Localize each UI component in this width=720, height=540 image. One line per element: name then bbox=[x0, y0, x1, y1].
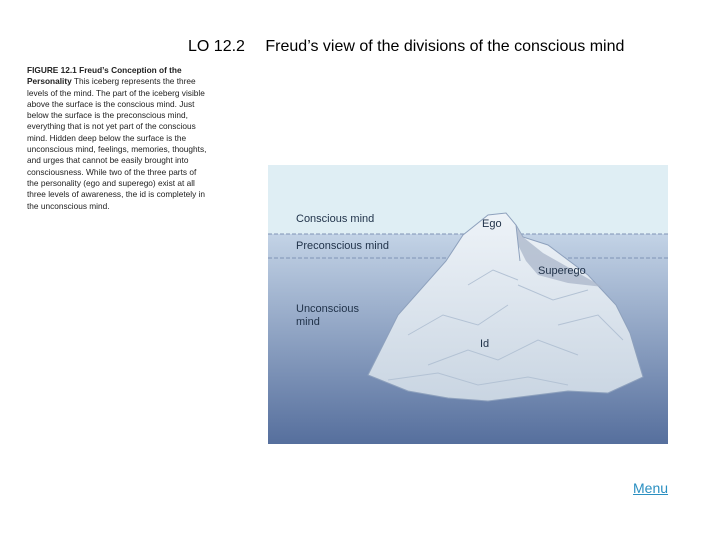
label-unconscious-mind-line1: Unconscious bbox=[296, 303, 359, 315]
slide-title: LO 12.2 Freud’s view of the divisions of… bbox=[188, 38, 624, 56]
label-conscious-mind: Conscious mind bbox=[296, 213, 374, 225]
figure-caption: FIGURE 12.1 Freud’s Conception of the Pe… bbox=[27, 65, 209, 212]
caption-text: This iceberg represents the three levels… bbox=[27, 76, 207, 211]
menu-link[interactable]: Menu bbox=[633, 480, 669, 496]
iceberg-texture bbox=[387, 269, 624, 386]
label-preconscious-mind: Preconscious mind bbox=[296, 240, 389, 252]
figure-title: Freud’s Conception of the Personality bbox=[27, 65, 182, 87]
sky-region bbox=[268, 165, 668, 234]
superego-divider bbox=[515, 224, 521, 262]
title-text: Freud’s view of the divisions of the con… bbox=[265, 38, 625, 55]
figure-number: FIGURE 12.1 bbox=[27, 65, 77, 75]
learning-objective: LO 12.2 bbox=[188, 38, 245, 55]
label-unconscious-mind-line2: mind bbox=[296, 316, 320, 328]
label-superego: Superego bbox=[538, 265, 586, 277]
label-id: Id bbox=[480, 338, 489, 350]
label-ego: Ego bbox=[482, 218, 502, 230]
superego-region bbox=[516, 225, 603, 287]
iceberg-diagram: Conscious mind Preconscious mind Unconsc… bbox=[268, 165, 668, 444]
